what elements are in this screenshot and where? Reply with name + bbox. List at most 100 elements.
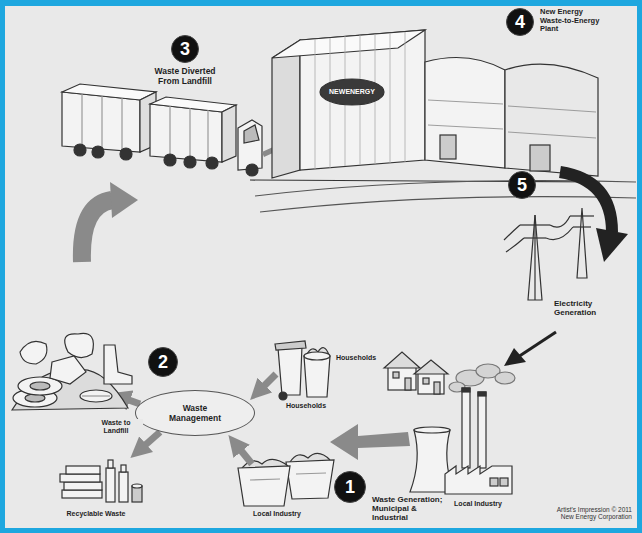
truck-illustration: [150, 104, 222, 162]
plant-building: [272, 30, 425, 58]
power-station: [410, 364, 515, 494]
source-label: Local Industry: [251, 510, 303, 518]
cycle-arrow: [82, 200, 112, 262]
flow-arrow: [518, 332, 556, 357]
house-illustration: [405, 378, 411, 390]
landfill-waste: [20, 341, 47, 364]
recyclable-waste: [66, 466, 100, 474]
truck-illustration: [121, 98, 122, 151]
recyclable-waste: [119, 472, 128, 502]
landfill-waste: [65, 333, 94, 357]
landfill-waste: [80, 390, 112, 402]
cycle-arrow: [110, 182, 138, 218]
power-station: [414, 427, 450, 433]
power-pylon: [520, 224, 550, 225]
plant-building: [425, 58, 505, 169]
power-pylon: [546, 227, 573, 240]
landfill-waste: [12, 333, 132, 410]
truck-illustration: [244, 125, 259, 143]
flow-arrow: [504, 348, 526, 366]
flow-arrow: [596, 228, 628, 262]
plant-building: [505, 64, 598, 176]
flow-arrow: [262, 374, 276, 388]
landfill-waste: [104, 345, 132, 384]
power-station: [500, 478, 508, 486]
truck-illustration: [62, 84, 156, 100]
process-label: Waste Management: [159, 403, 231, 423]
source-label: Households: [334, 354, 378, 362]
ground: [5, 6, 637, 528]
flow-arrow: [239, 448, 252, 464]
plant-building: [315, 32, 405, 169]
power-pylon: [528, 215, 542, 300]
power-station: [490, 478, 498, 486]
truck-illustration: [169, 106, 170, 158]
house-illustration: [423, 378, 429, 384]
step-caption: Waste Generation; Municipal & Industrial: [370, 495, 452, 523]
landfill-waste: [50, 356, 86, 384]
power-pylon: [573, 226, 591, 227]
plant-building: [405, 32, 406, 162]
truck-illustration: [189, 108, 190, 160]
plant-building: [250, 30, 600, 182]
cycle-arrow: [82, 182, 138, 262]
truck-illustration: [164, 154, 176, 166]
power-pylon: [506, 238, 524, 252]
wheelie-bin: [275, 341, 306, 350]
flow-arrow: [330, 424, 410, 460]
power-pylon: [504, 208, 594, 300]
truck-illustration: [246, 164, 258, 176]
step-number-circle: 1: [334, 471, 366, 503]
waste-label: Waste to Landfill: [89, 419, 143, 435]
landfill-waste: [30, 382, 50, 390]
plant-building: [508, 106, 596, 112]
plant-building: [330, 38, 331, 168]
recyclable-waste: [60, 474, 100, 482]
plant-building: [440, 135, 456, 159]
power-station: [478, 392, 486, 468]
truck-illustration: [62, 84, 262, 176]
power-pylon: [577, 208, 587, 278]
road: [255, 181, 636, 212]
truck-illustration: [92, 146, 104, 158]
wheelie-bin: [279, 392, 287, 400]
power-pylon: [550, 216, 570, 227]
plant-building: [508, 132, 596, 138]
step-number-circle: 2: [148, 347, 178, 377]
recyclable-waste: [106, 468, 115, 502]
house-illustration: [434, 382, 440, 394]
flow-arrow: [143, 432, 160, 447]
power-station: [445, 466, 512, 494]
house-illustration: [384, 352, 420, 368]
callout-number: 2: [158, 353, 168, 371]
plant-building: [428, 100, 596, 138]
process-ellipse: Waste Management: [135, 390, 255, 436]
source-label: Households: [284, 402, 328, 410]
step-number-circle: 5: [508, 171, 536, 199]
callout-number: 3: [180, 40, 190, 58]
power-station: [478, 392, 486, 396]
copyright-note: Artist's Impression © 2011 New Energy Co…: [542, 506, 634, 521]
recyclable-waste: [64, 482, 102, 490]
callout-number: 1: [345, 478, 355, 496]
source-label: Local Industry: [452, 500, 504, 508]
power-station: [462, 388, 470, 468]
flow-arrow: [560, 172, 628, 262]
road: [260, 197, 636, 212]
step-caption: Electricity Generation: [552, 299, 628, 317]
recyclable-waste: [132, 484, 142, 488]
step-number-circle: 4: [506, 8, 534, 36]
truck-illustration: [120, 148, 132, 160]
power-pylon: [504, 225, 520, 240]
house-illustration: [384, 352, 448, 394]
wheelie-bin: [278, 346, 302, 395]
skip-bin: [250, 479, 280, 480]
plant-building: [315, 39, 316, 169]
house-illustration: [388, 366, 416, 390]
truck-illustration: [101, 96, 102, 149]
callout-number: 4: [515, 13, 525, 31]
truck-illustration: [81, 94, 82, 148]
plant-building: [272, 40, 300, 178]
